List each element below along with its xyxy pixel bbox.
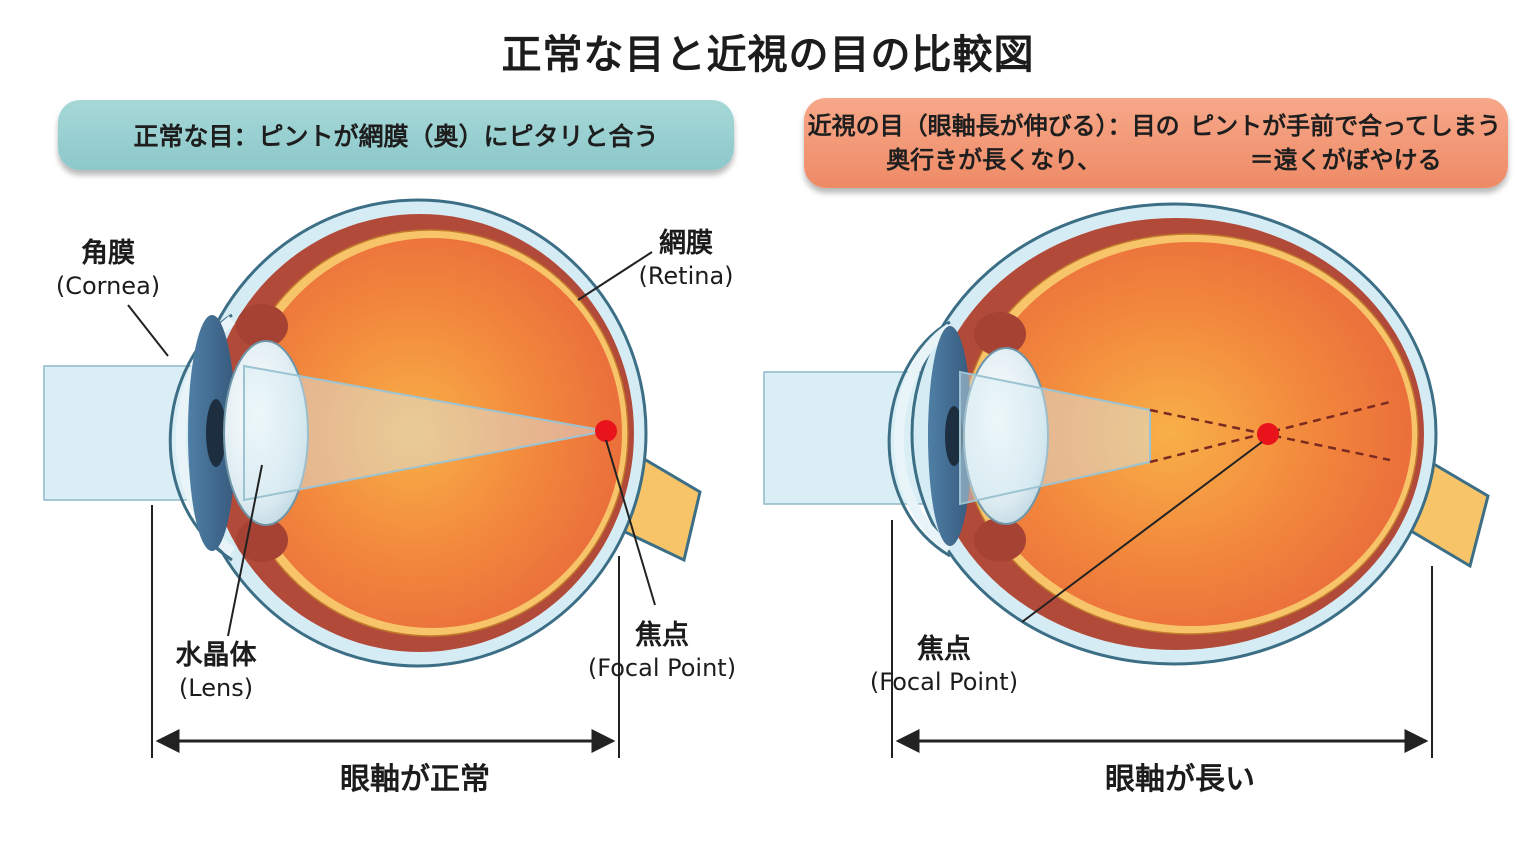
lens-label-en: (Lens) (156, 672, 276, 704)
focal-label-ja: 焦点 (572, 620, 752, 652)
retina-label-en: (Retina) (626, 260, 746, 292)
focal-point-dot (1257, 423, 1279, 445)
focal-label-en: (Focal Point) (854, 666, 1034, 698)
retina-label-ja: 網膜 (626, 228, 746, 260)
cornea-leader (128, 305, 168, 356)
focal-point-dot (595, 420, 617, 442)
focal-point-label-myopic: 焦点 (Focal Point) (854, 634, 1034, 698)
focal-label-en: (Focal Point) (572, 652, 752, 684)
cornea-label: 角膜 (Cornea) (48, 238, 168, 302)
cornea-label-ja: 角膜 (48, 238, 168, 270)
lens-label: 水晶体 (Lens) (156, 640, 276, 704)
focal-label-ja: 焦点 (854, 634, 1034, 666)
retina-label: 網膜 (Retina) (626, 228, 746, 292)
myopic-axis-caption: 眼軸が長い (1050, 754, 1310, 798)
ciliary-body-bottom (974, 518, 1026, 562)
focal-point-label-normal: 焦点 (Focal Point) (572, 620, 752, 684)
lens-label-ja: 水晶体 (156, 640, 276, 672)
normal-axis-caption: 眼軸が正常 (285, 754, 545, 798)
cornea-label-en: (Cornea) (48, 270, 168, 302)
